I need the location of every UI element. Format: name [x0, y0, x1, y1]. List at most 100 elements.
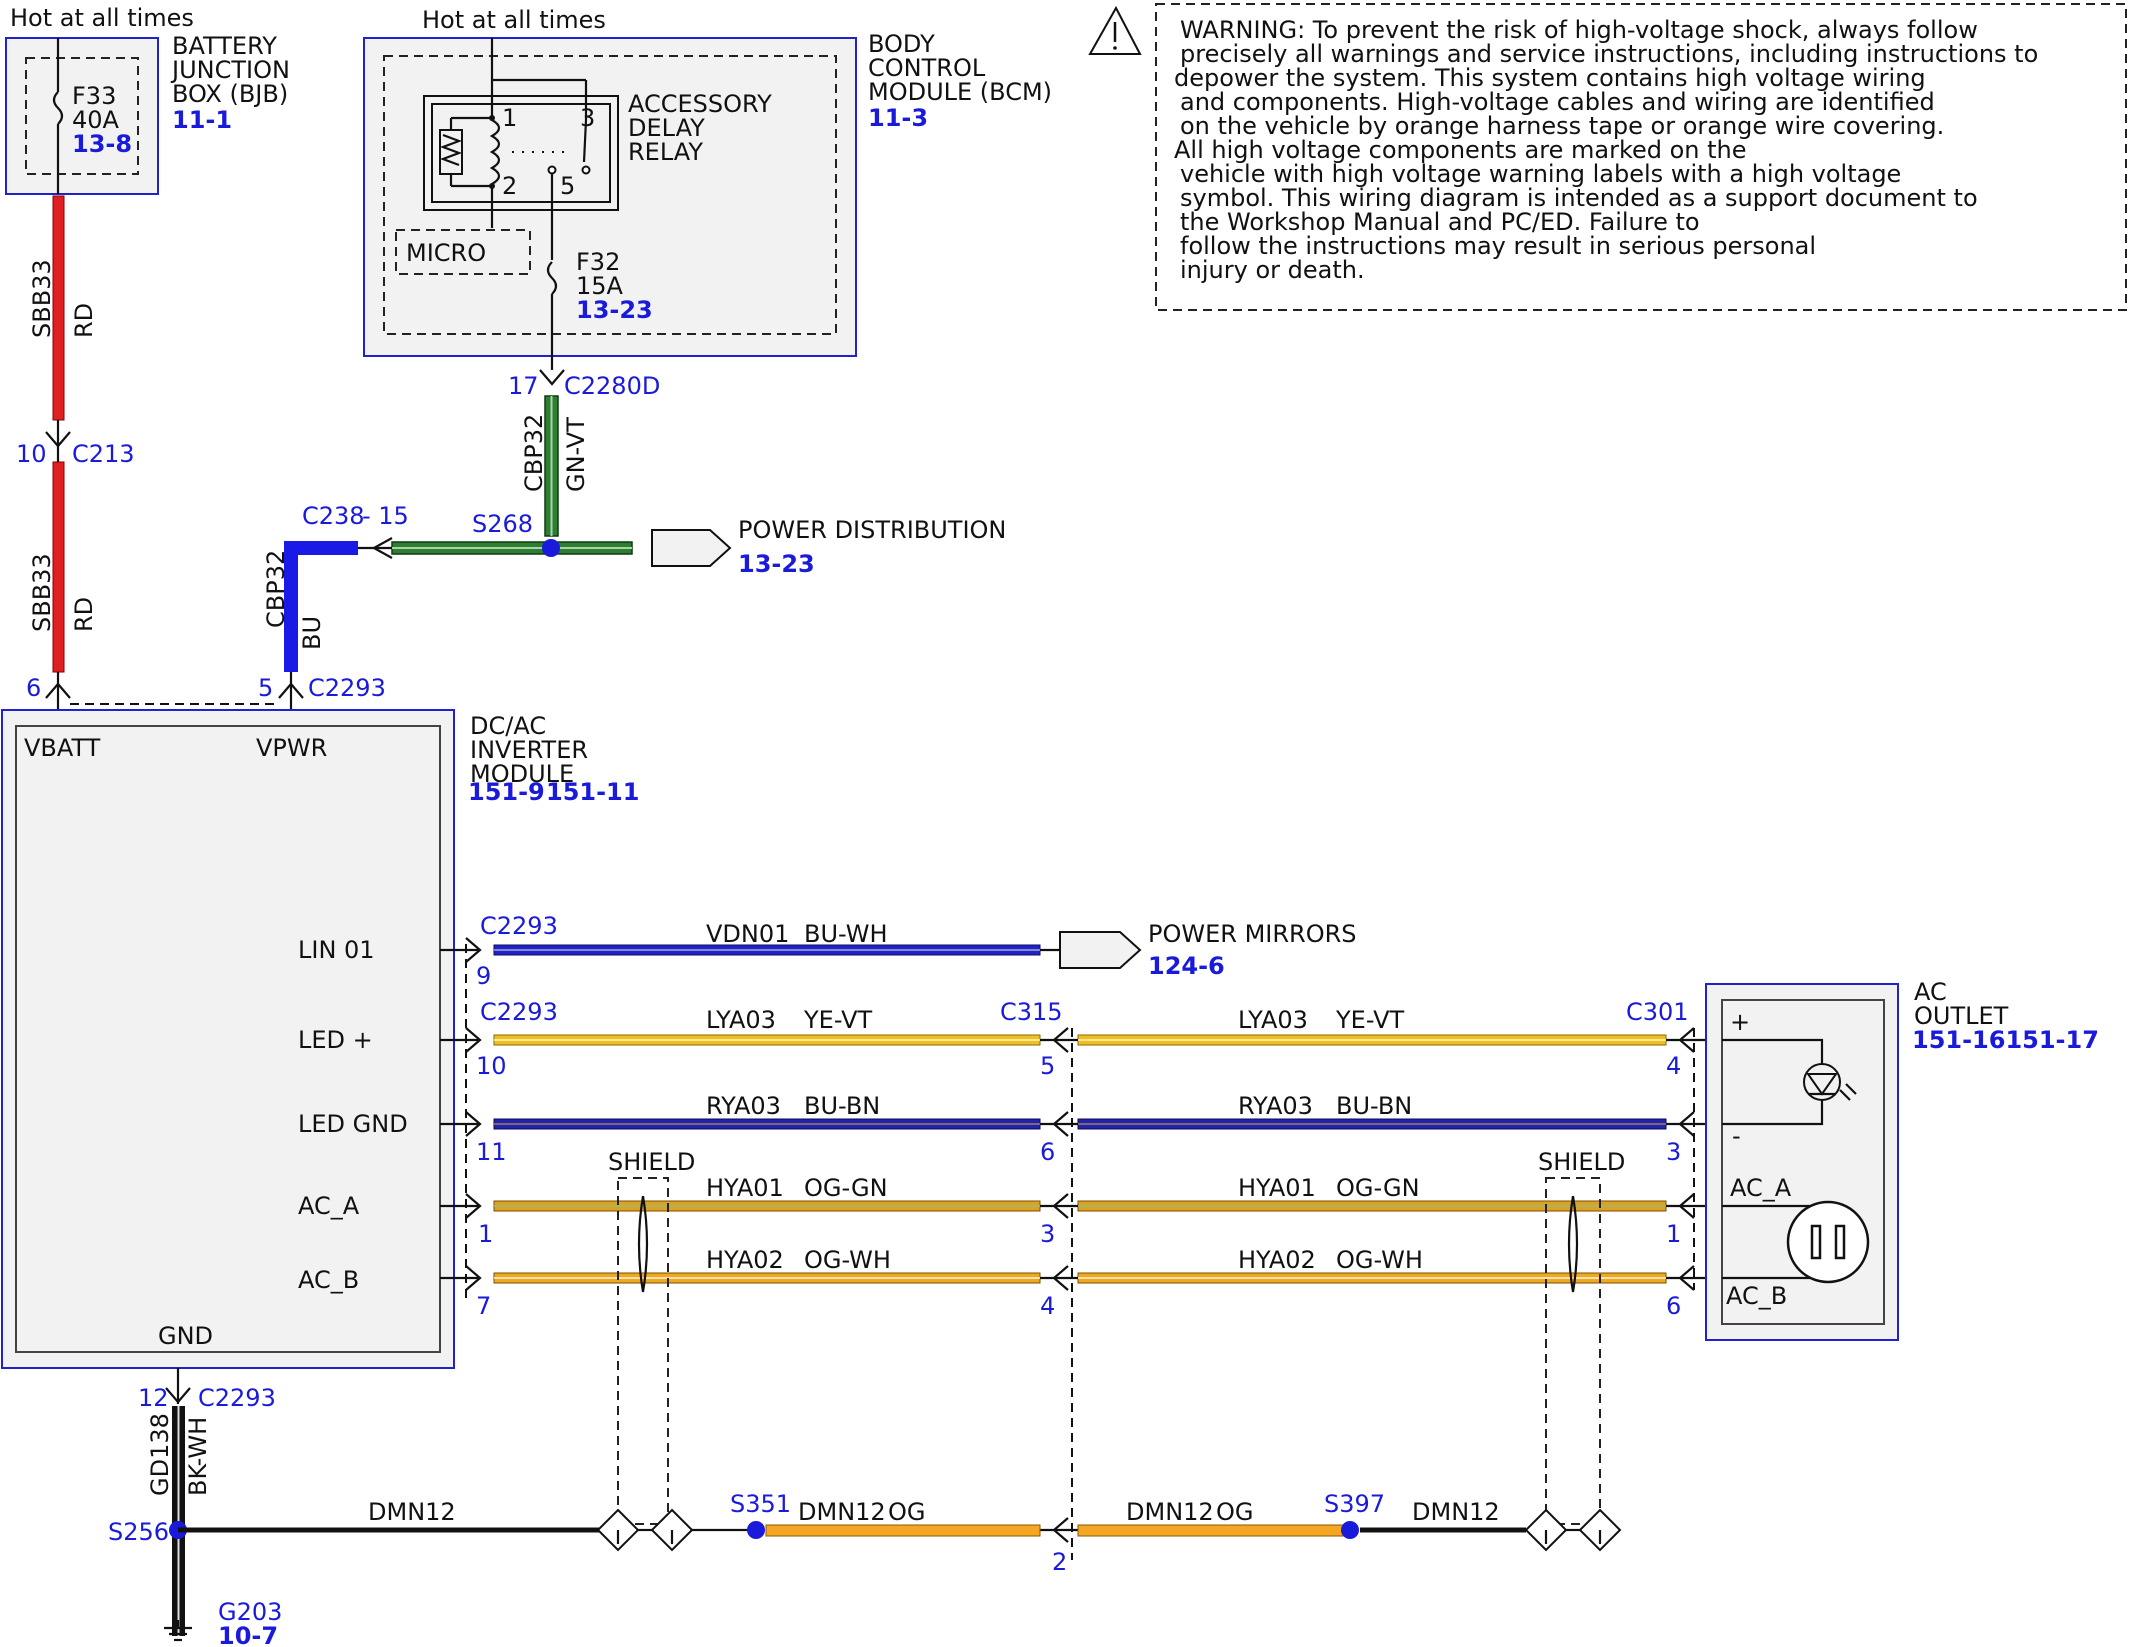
f32-rating: 15A [576, 272, 624, 300]
pin-ac-b: AC_B [298, 1266, 359, 1294]
bjb-title-3: BOX (BJB) [172, 80, 288, 108]
shield-right-label: SHIELD [1538, 1148, 1625, 1176]
hya02-inv-pin: 7 [476, 1292, 491, 1320]
warning-triangle-icon [1088, 5, 1142, 55]
lya03-name-right: LYA03 [1238, 1006, 1308, 1034]
bu-label: BU [298, 616, 326, 650]
inverter-ref-1: 151-9 [468, 778, 545, 806]
hya01-c301-pin: 1 [1666, 1220, 1681, 1248]
lya03-color-right: YE-VT [1335, 1006, 1404, 1034]
vbatt-label: VBATT [24, 734, 101, 762]
bjb-hot-label: Hot at all times [10, 4, 194, 32]
hya01-c315-pin: 3 [1040, 1220, 1055, 1248]
c213-pin: 10 [16, 440, 47, 468]
dmn12-og-name-left: DMN12 [798, 1498, 886, 1526]
cbp32-label: CBP32 [520, 414, 548, 492]
s397-label: S397 [1324, 1490, 1385, 1518]
led-icon [1803, 1063, 1841, 1101]
warning-line-3: depower the system. This system contains… [1174, 64, 1926, 92]
vbatt-pin: 6 [26, 674, 41, 702]
pin-led-gnd: LED GND [298, 1110, 408, 1138]
c315-arrows [1040, 1027, 1078, 1543]
relay-title-3: RELAY [628, 138, 703, 166]
hya02-name-right: HYA02 [1238, 1246, 1316, 1274]
cbp32-bu-label: CBP32 [262, 550, 290, 628]
ac-outlet-ref: 151-16151-17 [1912, 1026, 2099, 1054]
bcm-title-2: CONTROL [868, 54, 986, 82]
warning-line-1: WARNING: To prevent the risk of high-vol… [1180, 16, 1978, 44]
warning-line-7: vehicle with high voltage warning labels… [1180, 160, 1901, 188]
g203-ref: 10-7 [218, 1622, 278, 1647]
hya01-color-left: OG-GN [804, 1174, 888, 1202]
ac-outlet-plus: + [1730, 1008, 1750, 1036]
relay-title-2: DELAY [628, 114, 705, 142]
relay-pin1: 1 [502, 104, 517, 132]
bjb-inner [25, 57, 139, 175]
inverter-ref-2: 151-11 [546, 778, 639, 806]
c213-label: C213 [72, 440, 135, 468]
ac-outlet-ac-b: AC_B [1726, 1282, 1787, 1310]
ac-outlet-title-1: AC [1914, 978, 1947, 1006]
warning-line-4: and components. High-voltage cables and … [1180, 88, 1935, 116]
rya03-color-left: BU-BN [804, 1092, 880, 1120]
s351-label: S351 [730, 1490, 791, 1518]
rya03-c315-pin: 6 [1040, 1138, 1055, 1166]
shield-left [617, 1177, 669, 1525]
gd138-label: GD138 [146, 1413, 174, 1496]
power-distribution-connector-icon [651, 529, 732, 567]
cbp32-bu-wire [284, 541, 358, 672]
bcm-title-1: BODY [868, 30, 935, 58]
bcm-inner [383, 55, 837, 335]
ac-outlet-minus: - [1732, 1122, 1741, 1150]
lya03-name-left: LYA03 [706, 1006, 776, 1034]
shield-left-twist-icon [637, 1195, 649, 1293]
ac-outlet-inner [1721, 999, 1885, 1325]
vdn01-color: BU-WH [804, 920, 888, 948]
f33-rating: 40A [72, 106, 120, 134]
c238-pin: - 15 [362, 502, 409, 530]
warning-line-9: the Workshop Manual and PC/ED. Failure t… [1180, 208, 1700, 236]
f33-fuse-icon [52, 91, 64, 125]
shield-right [1545, 1177, 1601, 1525]
relay-pin2: 2 [502, 172, 517, 200]
c315-label: C315 [1000, 998, 1063, 1026]
c2280d-pin: 17 [508, 372, 539, 400]
sbb33-label-lower: SBB33 [28, 553, 56, 632]
rya03-c301-pin: 3 [1666, 1138, 1681, 1166]
relay-title-1: ACCESSORY [628, 90, 772, 118]
hya01-inv-pin: 1 [478, 1220, 493, 1248]
inverter-gnd-label: GND [158, 1322, 213, 1350]
warning-box [1155, 3, 2127, 311]
c2293-led-label: C2293 [480, 998, 558, 1026]
rya03-name-left: RYA03 [706, 1092, 781, 1120]
s397-splice [1341, 1521, 1359, 1539]
s351-splice [747, 1521, 765, 1539]
inverter-title-3: MODULE [470, 760, 574, 788]
shield-right-twist-icon [1567, 1195, 1579, 1293]
dmn12-og-color-right: OG [1216, 1498, 1254, 1526]
lya03-c301-pin: 4 [1666, 1052, 1681, 1080]
hya02-color-right: OG-WH [1336, 1246, 1423, 1274]
hya02-color-left: OG-WH [804, 1246, 891, 1274]
f33-id: F33 [72, 82, 116, 110]
vpwr-pin: 5 [258, 674, 273, 702]
c2293-gnd-label: C2293 [198, 1384, 276, 1412]
ac-outlet-ac-a: AC_A [1730, 1174, 1792, 1202]
bcm-title-3: MODULE (BCM) [868, 78, 1052, 106]
hya02-c315-pin: 4 [1040, 1292, 1055, 1320]
power-mirrors-label: POWER MIRRORS [1148, 920, 1357, 948]
lya03-c315-pin: 5 [1040, 1052, 1055, 1080]
s268-splice [542, 539, 560, 557]
dmn12-og-name-right: DMN12 [1126, 1498, 1214, 1526]
vdn01-connector-icon [465, 937, 482, 963]
warning-line-10: follow the instructions may result in se… [1180, 232, 1816, 260]
relay-pin5: 5 [560, 172, 575, 200]
vbatt-connector-icon [45, 682, 71, 699]
c2280d-connector-icon [539, 369, 565, 386]
bcm-ref: 11-3 [868, 104, 928, 132]
ac-socket-icon [1786, 1200, 1870, 1284]
shield-left-label: SHIELD [608, 1148, 695, 1176]
shield-drain-left-icons [596, 1508, 694, 1552]
